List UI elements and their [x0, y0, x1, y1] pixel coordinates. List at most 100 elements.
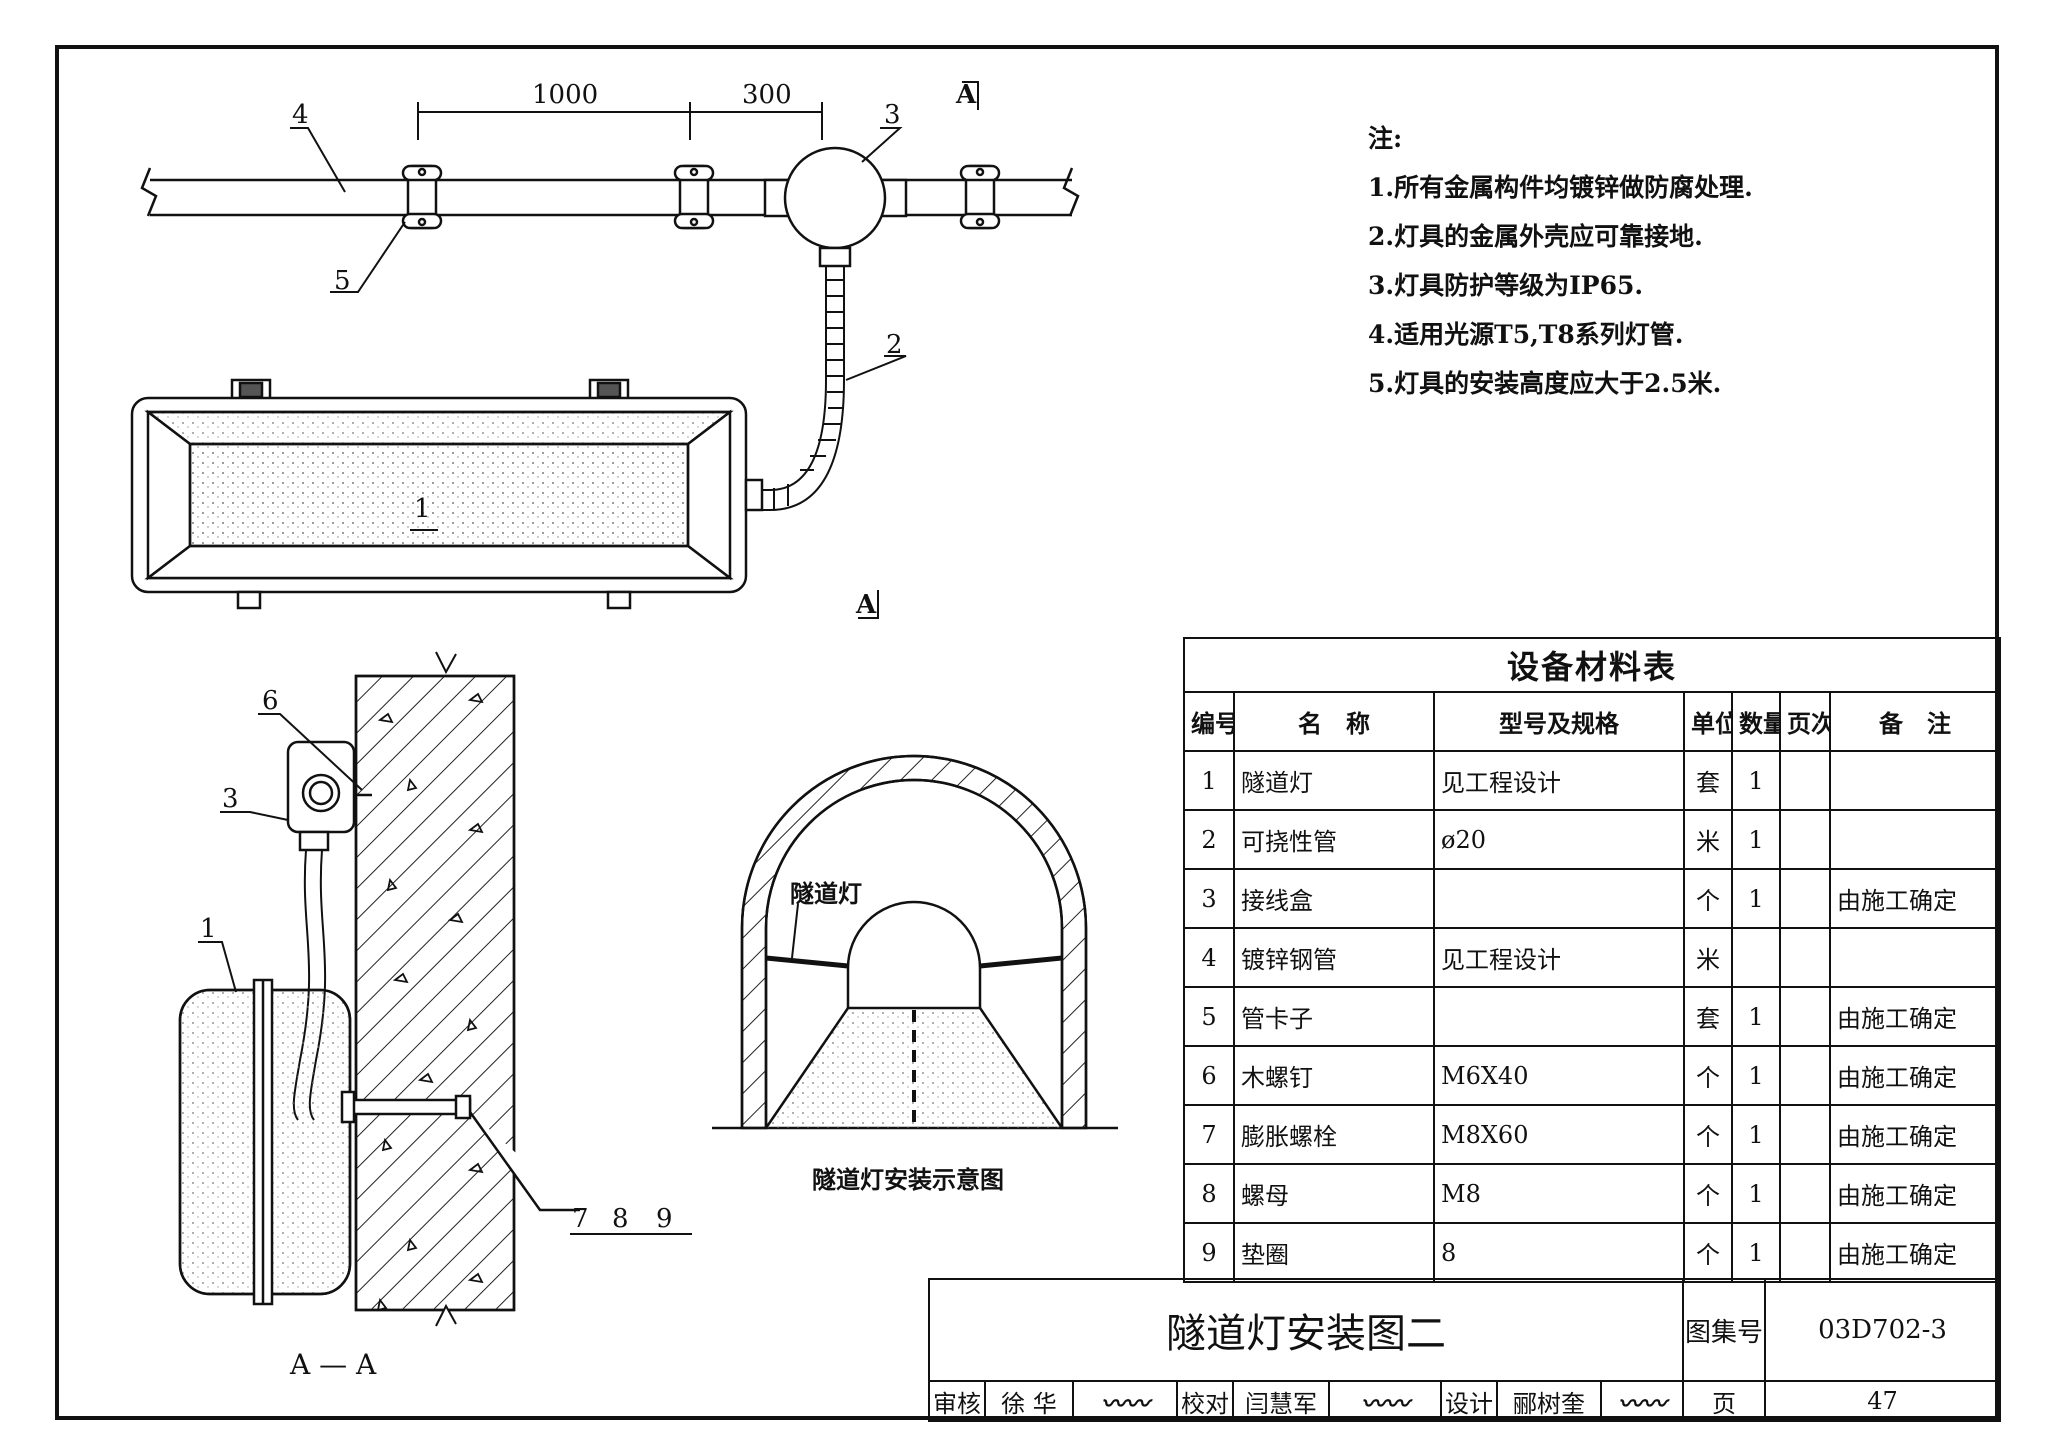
section-lamp	[178, 978, 352, 1306]
table-cell: 由施工确定	[1828, 1163, 2002, 1224]
col-header: 名 称	[1233, 691, 1435, 752]
callout-9: 9	[656, 1204, 673, 1234]
reviewer-name: 徐 华	[984, 1380, 1074, 1422]
table-cell: 8	[1433, 1222, 1685, 1283]
callout-5: 5	[334, 266, 351, 296]
table-cell	[1731, 927, 1781, 988]
table-cell	[1779, 750, 1831, 811]
col-header: 备 注	[1828, 691, 2002, 752]
table-cell: 接线盒	[1233, 868, 1435, 929]
table-cell	[1779, 1104, 1831, 1165]
dimension-300: 300	[742, 80, 792, 110]
atlas-label: 图集号	[1682, 1278, 1767, 1382]
table-cell: 9	[1183, 1222, 1235, 1283]
materials-header-row: 编号 名 称 型号及规格 单位 数量 页次 备 注	[1183, 691, 2002, 752]
note-item: 3.灯具防护等级为IP65.	[1368, 271, 1644, 300]
table-cell: 由施工确定	[1828, 1222, 2002, 1283]
leader-lines	[290, 81, 979, 619]
table-cell	[1779, 868, 1831, 929]
callout-1: 1	[414, 494, 431, 524]
notes-heading: 注:	[1368, 124, 1403, 153]
table-cell	[1779, 1163, 1831, 1224]
callout-6: 6	[262, 686, 279, 716]
callout-7: 7	[572, 1204, 589, 1234]
table-cell: 1	[1731, 1163, 1781, 1224]
col-header: 数量	[1731, 691, 1781, 752]
table-cell: 个	[1683, 1163, 1733, 1224]
table-cell: 可挠性管	[1233, 809, 1435, 870]
pipe-clamps	[401, 164, 1001, 230]
table-cell: 1	[1731, 750, 1781, 811]
col-header: 单位	[1683, 691, 1733, 752]
note-item: 4.适用光源T5,T8系列灯管.	[1368, 320, 1684, 349]
table-cell: 8	[1183, 1163, 1235, 1224]
table-cell: M8X60	[1433, 1104, 1685, 1165]
dimension-lines	[417, 102, 823, 140]
table-cell: 个	[1683, 868, 1733, 929]
table-cell: 个	[1683, 1222, 1733, 1283]
section-caption: A — A	[290, 1348, 377, 1381]
callout-4: 4	[292, 100, 309, 130]
review-label: 审核	[928, 1380, 986, 1422]
table-cell: 2	[1183, 809, 1235, 870]
title-block: 隧道灯安装图二 图集号 03D702-3 审核 徐 华 〰〰 校对 闫慧军 〰〰…	[927, 1278, 2002, 1422]
table-cell	[1779, 1045, 1831, 1106]
notes: 注: 1.所有金属构件均镀锌做防腐处理. 2.灯具的金属外壳应可靠接地. 3.灯…	[1368, 114, 1988, 408]
reviewer-signature: 〰〰	[1072, 1380, 1178, 1422]
drawing-title: 隧道灯安装图二	[927, 1278, 1685, 1382]
table-cell: 4	[1183, 927, 1235, 988]
design-label: 设计	[1440, 1380, 1498, 1422]
section-mark-top: A	[956, 80, 977, 110]
tunnel-lamp-label: 隧道灯	[790, 879, 862, 908]
table-cell: 5	[1183, 986, 1235, 1047]
callout-1-section: 1	[200, 914, 217, 944]
section-leaders	[198, 713, 692, 1235]
table-cell	[1779, 809, 1831, 870]
junction-box	[763, 146, 908, 268]
table-cell: 由施工确定	[1828, 1104, 2002, 1165]
table-cell	[1433, 868, 1685, 929]
table-cell: M6X40	[1433, 1045, 1685, 1106]
dimension-1000: 1000	[532, 80, 599, 110]
expansion-bolt	[340, 1090, 580, 1212]
table-cell	[1779, 927, 1831, 988]
table-cell: ø20	[1433, 809, 1685, 870]
note-item: 5.灯具的安装高度应大于2.5米.	[1368, 369, 1722, 398]
tunnel-lamp-plan	[130, 378, 764, 610]
table-cell: 1	[1731, 868, 1781, 929]
atlas-number: 03D702-3	[1764, 1278, 2002, 1382]
checker-name: 闫慧军	[1232, 1380, 1330, 1422]
flexible-hose	[760, 266, 845, 511]
callout-2: 2	[886, 330, 903, 360]
table-cell: 见工程设计	[1433, 927, 1685, 988]
table-cell: 管卡子	[1233, 986, 1435, 1047]
table-cell: 米	[1683, 927, 1733, 988]
table-cell: 套	[1683, 986, 1733, 1047]
tunnel-caption: 隧道灯安装示意图	[812, 1165, 1004, 1194]
steel-pipe	[140, 167, 1080, 217]
section-junction-box	[286, 740, 372, 852]
table-cell: 镀锌钢管	[1233, 927, 1435, 988]
col-header: 型号及规格	[1433, 691, 1685, 752]
table-cell: 1	[1731, 986, 1781, 1047]
table-cell: 1	[1731, 1222, 1781, 1283]
table-cell	[1779, 1222, 1831, 1283]
table-cell: 螺母	[1233, 1163, 1435, 1224]
table-cell: 由施工确定	[1828, 986, 2002, 1047]
col-header: 编号	[1183, 691, 1235, 752]
table-cell: 由施工确定	[1828, 868, 2002, 929]
table-cell	[1828, 809, 2002, 870]
table-cell: 米	[1683, 809, 1733, 870]
table-cell: 3	[1183, 868, 1235, 929]
table-cell: 7	[1183, 1104, 1235, 1165]
table-cell: 套	[1683, 750, 1733, 811]
page-label: 页	[1682, 1380, 1767, 1422]
